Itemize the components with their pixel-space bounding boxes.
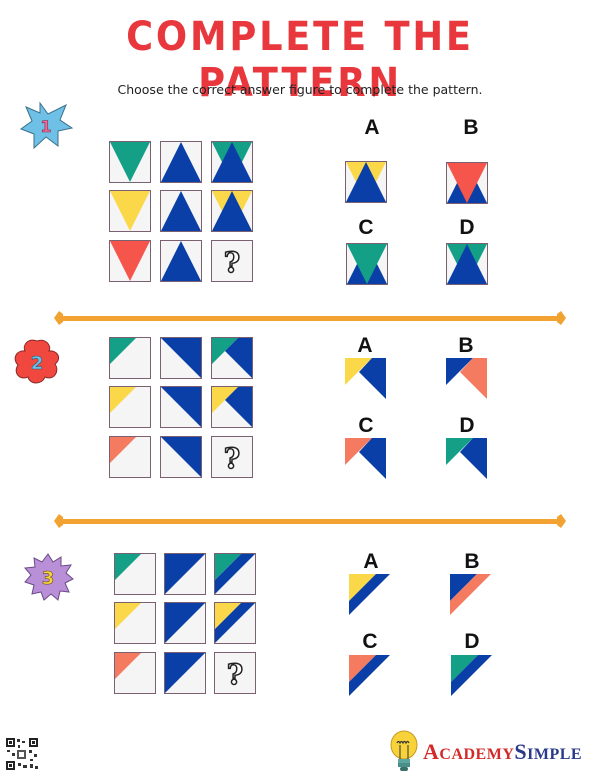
p2-cell-r1c2 xyxy=(160,337,202,379)
burst-badge-icon: 3 xyxy=(23,553,74,601)
p1-option-d[interactable] xyxy=(446,243,488,290)
problem-2-badge: 2 xyxy=(12,337,62,385)
p1-option-c[interactable] xyxy=(346,243,388,290)
p2-option-b-label: B xyxy=(458,334,474,357)
academy-simple-logo: ACADEMYSIMPLE xyxy=(389,729,582,775)
instructions: Choose the correct answer figure to comp… xyxy=(117,82,483,97)
p2-cell-r2c3 xyxy=(211,386,253,428)
qr-code-icon xyxy=(5,737,39,776)
p1-cell-r2c2 xyxy=(160,190,202,232)
p2-option-a[interactable] xyxy=(345,358,387,405)
p3-cell-r2c1 xyxy=(114,602,156,644)
p3-option-d[interactable] xyxy=(451,655,493,702)
question-mark-icon: ? xyxy=(224,442,240,475)
p1-option-b[interactable] xyxy=(446,162,488,209)
p1-cell-r1c2 xyxy=(160,141,202,183)
star-badge-icon: 1 xyxy=(19,101,74,150)
brand-name: ACADEMYSIMPLE xyxy=(423,739,583,764)
p3-option-d-label: D xyxy=(464,630,480,653)
p1-cell-r3c2 xyxy=(160,240,202,282)
problem-3-number: 3 xyxy=(42,568,55,589)
lightbulb-icon xyxy=(390,730,418,771)
question-mark-icon: ? xyxy=(227,658,243,691)
p1-cell-r2c3 xyxy=(211,190,253,232)
section-divider-1 xyxy=(50,308,570,333)
p3-cell-missing: ? xyxy=(214,652,256,694)
p3-cell-r3c1 xyxy=(114,652,156,694)
p2-option-c-label: C xyxy=(358,414,374,437)
p3-cell-r1c3 xyxy=(214,553,256,595)
p1-cell-r2c1 xyxy=(109,190,151,232)
p1-option-d-label: D xyxy=(459,216,475,239)
p2-option-a-label: A xyxy=(357,334,373,357)
p3-option-a[interactable] xyxy=(349,574,391,621)
section-divider-2 xyxy=(50,511,570,536)
p2-cell-r3c2 xyxy=(160,436,202,478)
p2-cell-r2c2 xyxy=(160,386,202,428)
p1-option-a-label: A xyxy=(364,116,380,139)
p3-cell-r1c1 xyxy=(114,553,156,595)
flower-badge-icon: 2 xyxy=(14,339,60,384)
p1-cell-missing: ? xyxy=(211,240,253,282)
question-mark-icon: ? xyxy=(224,246,240,279)
page-title: COMPLETE THE PATTERN xyxy=(126,14,474,106)
problem-3-badge: 3 xyxy=(22,553,74,601)
p1-cell-r3c1 xyxy=(109,240,151,282)
p3-cell-r2c3 xyxy=(214,602,256,644)
p2-option-b[interactable] xyxy=(446,358,488,405)
p1-option-b-label: B xyxy=(463,116,479,139)
p3-option-c-label: C xyxy=(362,630,378,653)
p1-cell-r1c1 xyxy=(109,141,151,183)
p1-option-c-label: C xyxy=(358,216,374,239)
p2-option-c[interactable] xyxy=(345,438,387,485)
p2-cell-missing: ? xyxy=(211,436,253,478)
p2-cell-r1c3 xyxy=(211,337,253,379)
problem-1-badge: 1 xyxy=(18,100,74,150)
p3-option-a-label: A xyxy=(363,550,379,573)
p2-cell-r2c1 xyxy=(109,386,151,428)
p1-cell-r1c3 xyxy=(211,141,253,183)
p3-option-c[interactable] xyxy=(349,655,391,702)
p2-cell-r3c1 xyxy=(109,436,151,478)
problem-2-number: 2 xyxy=(31,353,44,374)
p3-option-b[interactable] xyxy=(450,574,492,621)
problem-1-number: 1 xyxy=(40,117,51,136)
p2-option-d[interactable] xyxy=(446,438,488,485)
p3-option-b-label: B xyxy=(464,550,480,573)
p1-option-a[interactable] xyxy=(345,161,387,208)
p3-cell-r2c2 xyxy=(164,602,206,644)
p2-option-d-label: D xyxy=(459,414,475,437)
p3-cell-r3c2 xyxy=(164,652,206,694)
p3-cell-r1c2 xyxy=(164,553,206,595)
p2-cell-r1c1 xyxy=(109,337,151,379)
